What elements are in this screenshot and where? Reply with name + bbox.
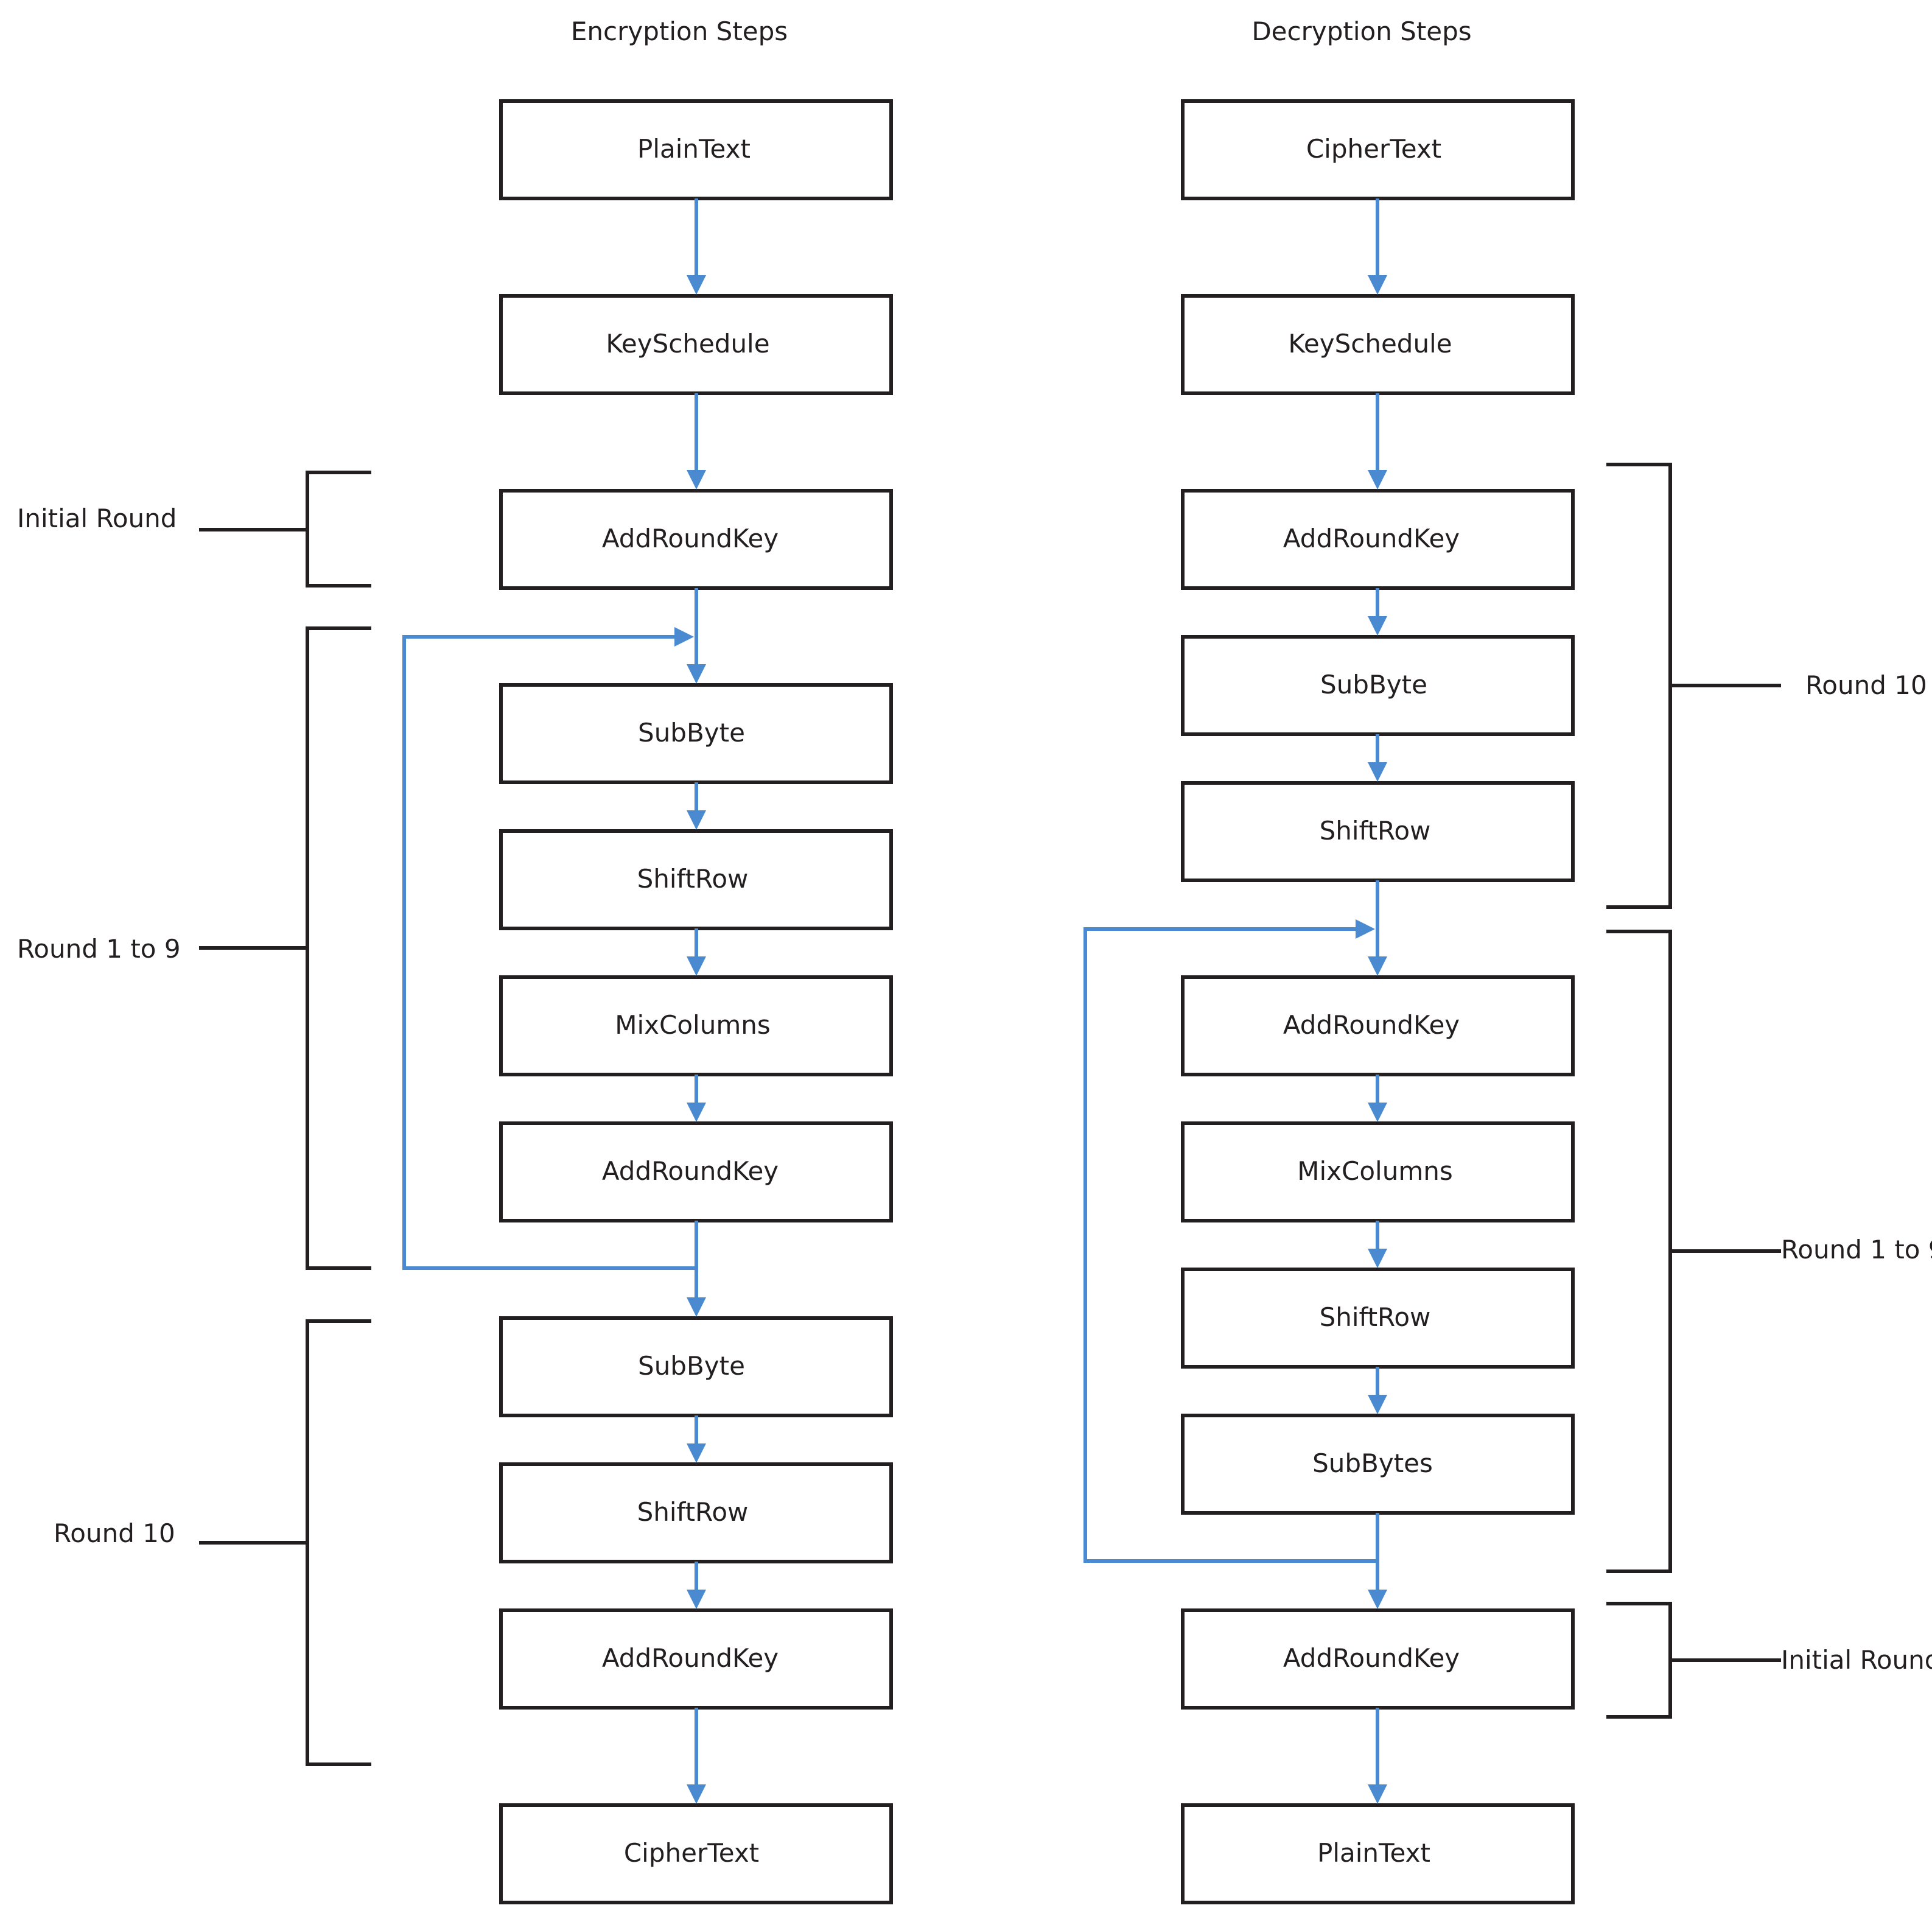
dec-step-label: AddRoundKey <box>1283 1010 1460 1040</box>
dec-step-label: PlainText <box>1317 1838 1430 1868</box>
bracket-round-1-to-9: Round 1 to 9 <box>17 626 371 1270</box>
round-loop-arrow <box>1083 919 1377 1563</box>
decryption-column: CipherText KeySchedule AddRoundKey SubBy… <box>1181 99 1575 1904</box>
dec-step-label: ShiftRow <box>1320 1302 1431 1332</box>
dec-step-addroundkey-initial: AddRoundKey <box>1181 489 1575 590</box>
enc-step-label: MixColumns <box>615 1010 771 1040</box>
enc-step-label: ShiftRow <box>637 1497 749 1527</box>
dec-step-label: ShiftRow <box>1320 816 1431 846</box>
bracket-round-10: Round 10 <box>1606 463 1927 909</box>
flow-arrow <box>1368 1221 1387 1268</box>
enc-step-addroundkey-final: AddRoundKey <box>499 1608 893 1710</box>
enc-step-label: SubByte <box>638 1351 745 1381</box>
enc-step-subbyte-final: SubByte <box>499 1316 893 1417</box>
enc-step-ciphertext: CipherText <box>499 1803 893 1904</box>
dec-step-keyschedule: KeySchedule <box>1181 294 1575 395</box>
dec-step-label: KeySchedule <box>1288 329 1452 359</box>
dec-step-ciphertext: CipherText <box>1181 99 1575 200</box>
flow-arrow <box>687 1221 706 1317</box>
enc-step-label: PlainText <box>637 134 751 164</box>
enc-step-addroundkey-round: AddRoundKey <box>499 1121 893 1222</box>
flow-arrow <box>1368 198 1387 295</box>
flow-arrow <box>687 198 706 295</box>
flow-arrow <box>687 1708 706 1804</box>
bracket-initial-round: Initial Round <box>17 471 371 587</box>
flow-arrow <box>1368 393 1387 489</box>
flow-arrow <box>1368 588 1387 636</box>
dec-step-addroundkey-round: AddRoundKey <box>1181 975 1575 1076</box>
dec-step-label: SubBytes <box>1312 1448 1433 1478</box>
dec-round-label: Round 1 to 9 <box>1781 1235 1932 1264</box>
flow-arrow <box>1368 1075 1387 1122</box>
dec-step-subbyte: SubByte <box>1181 635 1575 736</box>
enc-step-label: SubByte <box>638 718 745 748</box>
flow-arrow <box>687 928 706 976</box>
flow-arrow <box>1368 880 1387 976</box>
dec-step-label: SubByte <box>1320 670 1427 700</box>
enc-step-mixcolumns: MixColumns <box>499 975 893 1076</box>
decryption-flow-arrows <box>1083 198 1387 1804</box>
enc-step-label: AddRoundKey <box>602 524 779 553</box>
encryption-column: PlainText KeySchedule AddRoundKey SubByt… <box>499 99 893 1904</box>
enc-step-label: AddRoundKey <box>602 1156 779 1186</box>
flow-arrow <box>1368 1513 1387 1609</box>
enc-step-label: AddRoundKey <box>602 1643 779 1673</box>
bracket-initial-round: Initial Round <box>1606 1602 1932 1719</box>
dec-step-addroundkey-final: AddRoundKey <box>1181 1608 1575 1710</box>
dec-step-shiftrow: ShiftRow <box>1181 781 1575 882</box>
round-loop-arrow <box>402 627 696 1270</box>
flow-arrow <box>1368 1367 1387 1414</box>
decryption-heading: Decryption Steps <box>1251 16 1471 46</box>
dec-round-label: Initial Round <box>1781 1645 1932 1675</box>
encryption-heading: Encryption Steps <box>571 16 788 46</box>
encryption-flow-arrows <box>402 198 706 1804</box>
enc-step-subbyte: SubByte <box>499 683 893 784</box>
flow-arrow <box>687 1562 706 1609</box>
flow-arrow <box>687 1415 706 1463</box>
bracket-round-10: Round 10 <box>54 1319 371 1766</box>
flow-arrow <box>1368 1708 1387 1804</box>
dec-step-shiftrow-round: ShiftRow <box>1181 1268 1575 1369</box>
flow-arrow <box>687 588 706 684</box>
enc-step-label: CipherText <box>624 1838 759 1868</box>
flow-arrow <box>1368 734 1387 782</box>
enc-round-label: Round 10 <box>54 1518 175 1548</box>
flow-arrow <box>687 393 706 489</box>
dec-step-mixcolumns: MixColumns <box>1181 1121 1575 1222</box>
dec-step-subbytes: SubBytes <box>1181 1414 1575 1515</box>
enc-step-addroundkey-initial: AddRoundKey <box>499 489 893 590</box>
dec-round-label: Round 10 <box>1805 670 1927 700</box>
enc-round-label: Round 1 to 9 <box>17 934 181 964</box>
flow-arrow <box>687 782 706 830</box>
enc-step-label: KeySchedule <box>606 329 769 359</box>
bracket-round-1-to-9: Round 1 to 9 <box>1606 930 1932 1573</box>
dec-step-plaintext: PlainText <box>1181 1803 1575 1904</box>
decryption-round-brackets: Round 10 Round 1 to 9 Initial Round <box>1606 463 1932 1719</box>
enc-step-plaintext: PlainText <box>499 99 893 200</box>
enc-step-keyschedule: KeySchedule <box>499 294 893 395</box>
enc-step-shiftrow-final: ShiftRow <box>499 1462 893 1563</box>
enc-step-label: ShiftRow <box>637 864 749 894</box>
dec-step-label: AddRoundKey <box>1283 524 1460 553</box>
encryption-round-brackets: Initial Round Round 1 to 9 Round 10 <box>17 471 371 1766</box>
flow-arrow <box>687 1075 706 1122</box>
dec-step-label: CipherText <box>1306 134 1441 164</box>
dec-step-label: MixColumns <box>1297 1156 1453 1186</box>
dec-step-label: AddRoundKey <box>1283 1643 1460 1673</box>
enc-round-label: Initial Round <box>17 503 177 533</box>
enc-step-shiftrow: ShiftRow <box>499 829 893 930</box>
